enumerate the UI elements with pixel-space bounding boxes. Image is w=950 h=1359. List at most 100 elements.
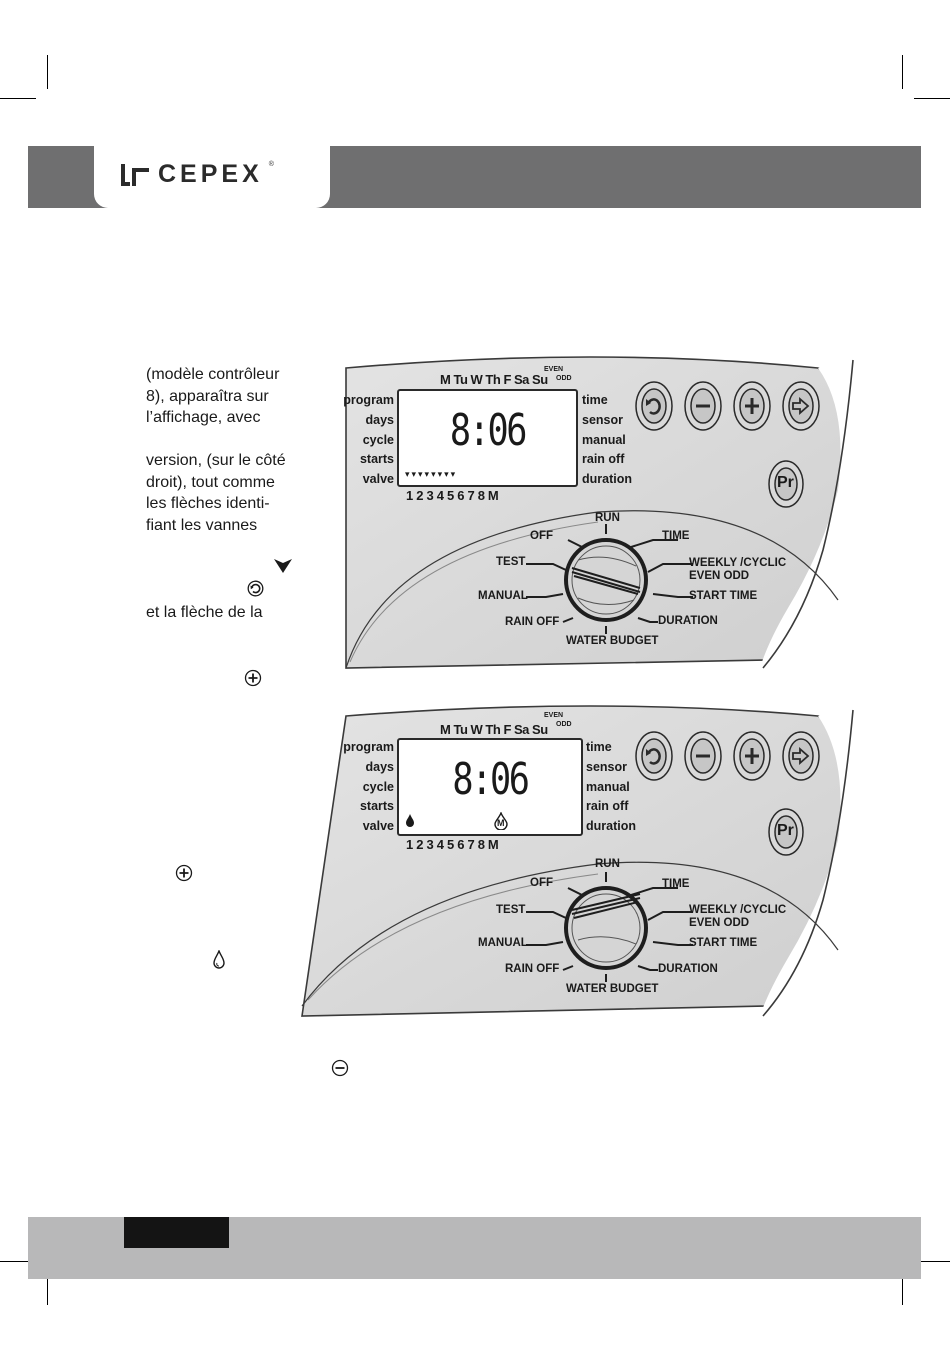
dial-off: OFF (530, 877, 553, 889)
plus-icon (175, 864, 193, 882)
day-labels: M Tu W Th F Sa Su (440, 372, 548, 387)
plus-button[interactable] (733, 381, 771, 431)
dial-even-odd-line: EVEN ODD (689, 917, 750, 929)
valve-numbers: 1 2 3 4 5 6 7 8 M (406, 837, 499, 852)
dial-water-budget: WATER BUDGET (566, 635, 659, 647)
dial-manual: MANUAL (478, 937, 528, 949)
day-thu: Th (485, 722, 501, 737)
crop-mark (914, 1261, 950, 1262)
right-labels: time sensor manual rain off duration (586, 738, 636, 837)
day-tue: Tu (453, 372, 468, 387)
cycle-button[interactable] (635, 731, 673, 781)
day-fri: F (503, 372, 511, 387)
dial-test: TEST (496, 904, 526, 916)
label-starts: starts (359, 452, 394, 467)
dial-test: TEST (496, 556, 526, 568)
drop-icon (213, 950, 225, 969)
valve-numbers: 1 2 3 4 5 6 7 8 M (406, 488, 499, 503)
day-sun: Su (532, 372, 548, 387)
manual-drop-marker: M (493, 811, 509, 831)
day-sun: Su (532, 722, 548, 737)
program-button-label: Pr (777, 474, 794, 491)
label-time: time (582, 393, 608, 407)
even-label: EVEN (544, 712, 564, 719)
dial-even-odd-line: EVEN ODD (689, 570, 750, 582)
plus-icon (244, 669, 262, 687)
registered-mark: ® (268, 161, 274, 168)
paragraph-3: et la flèche de la (146, 602, 263, 624)
crop-mark (902, 1271, 903, 1305)
panel-2-overlay: M Tu W Th F Sa Su EVEN ODD program days … (298, 700, 860, 1022)
day-fri: F (503, 722, 511, 737)
next-button[interactable] (782, 731, 820, 781)
cycle-button[interactable] (635, 381, 673, 431)
label-days: days (365, 759, 395, 774)
brand-name: CEPEX (158, 160, 263, 188)
brand-logo: CEPEX ® (118, 160, 274, 189)
day-mon: M (440, 722, 451, 737)
dial-rain-off: RAIN OFF (505, 616, 560, 628)
right-labels: time sensor manual rain off duration (582, 391, 632, 490)
clock-cycle-icon (247, 580, 264, 597)
plus-button[interactable] (733, 731, 771, 781)
program-button[interactable]: Pr (768, 808, 804, 856)
paragraph-2: version, (sur le côté droit), tout comme… (146, 450, 286, 536)
program-button-label: Pr (777, 822, 794, 839)
dial-time: TIME (662, 530, 690, 542)
label-cycle: cycle (362, 432, 394, 447)
minus-icon (331, 1059, 349, 1077)
day-wed: W (470, 722, 483, 737)
dial-start-time: START TIME (689, 590, 758, 602)
text-line: droit), tout comme (146, 473, 275, 491)
drop-marker-icon (406, 814, 414, 827)
label-time: time (586, 740, 612, 754)
label-duration: duration (586, 819, 636, 834)
odd-label: ODD (556, 375, 572, 382)
cepex-logo-icon (121, 163, 149, 186)
label-rain-off: rain off (582, 452, 625, 467)
text-line: l’affichage, avec (146, 409, 261, 426)
odd-label: ODD (556, 721, 572, 728)
dial-weekly: WEEKLY /CYCLIC EVEN ODD (689, 904, 786, 930)
crop-mark (902, 55, 903, 89)
day-mon: M (440, 372, 451, 387)
day-thu: Th (485, 372, 501, 387)
day-sat: Sa (514, 372, 529, 387)
label-cycle: cycle (362, 779, 394, 794)
button-row (635, 381, 820, 431)
label-rain-off: rain off (586, 799, 629, 814)
left-labels: program days cycle starts valve (343, 738, 394, 837)
dial-weekly: WEEKLY /CYCLIC EVEN ODD (689, 557, 786, 583)
valve-markers: ▾▾▾▾▾▾▾▾ (405, 469, 458, 479)
dial-rain-off: RAIN OFF (505, 963, 560, 975)
label-valve: valve (362, 819, 394, 834)
crop-mark (914, 98, 950, 99)
text-line: fiant les vannes (146, 516, 258, 534)
mode-dial[interactable] (558, 532, 654, 628)
next-button[interactable] (782, 381, 820, 431)
label-sensor: sensor (586, 759, 627, 774)
manual-marker-label: M (497, 818, 505, 828)
dial-start-time: START TIME (689, 937, 758, 949)
dial-weekly-line: WEEKLY /CYCLIC (689, 557, 787, 569)
program-button-shape (768, 460, 804, 508)
day-wed: W (470, 372, 483, 387)
program-button[interactable]: Pr (768, 460, 804, 508)
lcd-time: 8:06 (449, 405, 528, 456)
day-sat: Sa (514, 722, 529, 737)
dial-ticks (526, 872, 693, 982)
crop-mark (0, 98, 36, 99)
crop-mark (0, 1261, 36, 1262)
paragraph-1: (modèle contrôleur 8), apparaîtra sur l’… (146, 364, 279, 429)
label-manual: manual (582, 432, 626, 447)
label-sensor: sensor (582, 412, 623, 427)
dial-duration: DURATION (658, 615, 718, 627)
minus-button[interactable] (684, 731, 722, 781)
minus-button[interactable] (684, 381, 722, 431)
text-line: et la flèche de la (146, 604, 263, 621)
crop-mark (47, 55, 48, 89)
label-valve: valve (362, 472, 394, 487)
dial-run: RUN (595, 512, 620, 524)
dial-weekly-line: WEEKLY /CYCLIC (689, 904, 787, 916)
dial-off: OFF (530, 530, 553, 542)
